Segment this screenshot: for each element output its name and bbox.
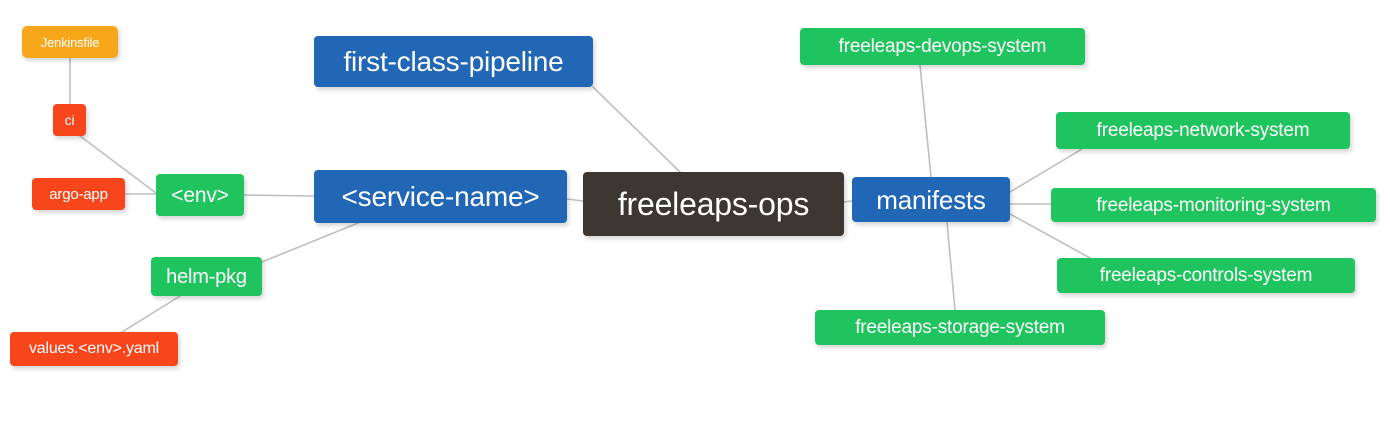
node-jenkinsfile[interactable]: Jenkinsfile xyxy=(22,26,118,58)
node-label-first-class-pipeline: first-class-pipeline xyxy=(343,45,564,77)
node-helm-pkg[interactable]: helm-pkg xyxy=(151,257,262,296)
edge-freeleaps-ops-to-manifests xyxy=(843,200,853,203)
node-manifests[interactable]: manifests xyxy=(852,177,1010,222)
node-first-class-pipeline[interactable]: first-class-pipeline xyxy=(314,36,593,87)
node-argo-app[interactable]: argo-app xyxy=(32,178,125,210)
node-label-freeleaps-controls-system: freeleaps-controls-system xyxy=(1099,265,1313,286)
node-values-env-yaml[interactable]: values.<env>.yaml xyxy=(10,332,178,366)
node-label-ci: ci xyxy=(64,112,75,128)
edge-ci-to-env xyxy=(79,135,157,194)
node-label-freeleaps-devops-system: freeleaps-devops-system xyxy=(838,36,1047,57)
node-label-freeleaps-network-system: freeleaps-network-system xyxy=(1096,120,1310,141)
node-label-helm-pkg: helm-pkg xyxy=(166,265,247,288)
node-freeleaps-monitoring-system[interactable]: freeleaps-monitoring-system xyxy=(1051,188,1376,222)
node-freeleaps-ops[interactable]: freeleaps-ops xyxy=(583,172,844,236)
edge-service-name-to-helm-pkg xyxy=(261,222,359,263)
node-label-freeleaps-ops: freeleaps-ops xyxy=(617,186,810,222)
edge-first-class-pipeline-to-freeleaps-ops xyxy=(592,86,681,173)
node-ci[interactable]: ci xyxy=(53,104,86,136)
node-freeleaps-network-system[interactable]: freeleaps-network-system xyxy=(1056,112,1350,149)
edge-manifests-to-freeleaps-controls-system xyxy=(1009,213,1091,259)
node-freeleaps-controls-system[interactable]: freeleaps-controls-system xyxy=(1057,258,1355,293)
node-env[interactable]: <env> xyxy=(156,174,244,216)
node-label-service-name: <service-name> xyxy=(341,180,540,212)
node-freeleaps-devops-system[interactable]: freeleaps-devops-system xyxy=(800,28,1085,65)
edge-manifests-to-freeleaps-devops-system xyxy=(919,64,932,178)
edge-service-name-to-freeleaps-ops xyxy=(566,198,584,202)
node-freeleaps-storage-system[interactable]: freeleaps-storage-system xyxy=(815,310,1105,345)
node-label-values-env-yaml: values.<env>.yaml xyxy=(28,340,159,357)
edge-manifests-to-freeleaps-storage-system xyxy=(946,221,956,311)
node-label-manifests: manifests xyxy=(876,184,986,215)
node-label-jenkinsfile: Jenkinsfile xyxy=(40,34,100,50)
node-label-env: <env> xyxy=(171,183,229,207)
node-label-argo-app: argo-app xyxy=(49,185,108,203)
node-label-freeleaps-storage-system: freeleaps-storage-system xyxy=(855,317,1065,338)
edge-manifests-to-freeleaps-network-system xyxy=(1009,148,1083,193)
edge-helm-pkg-to-values-env-yaml xyxy=(121,295,181,333)
node-label-freeleaps-monitoring-system: freeleaps-monitoring-system xyxy=(1096,194,1331,216)
node-service-name[interactable]: <service-name> xyxy=(314,170,567,223)
edge-env-to-service-name xyxy=(243,194,315,197)
